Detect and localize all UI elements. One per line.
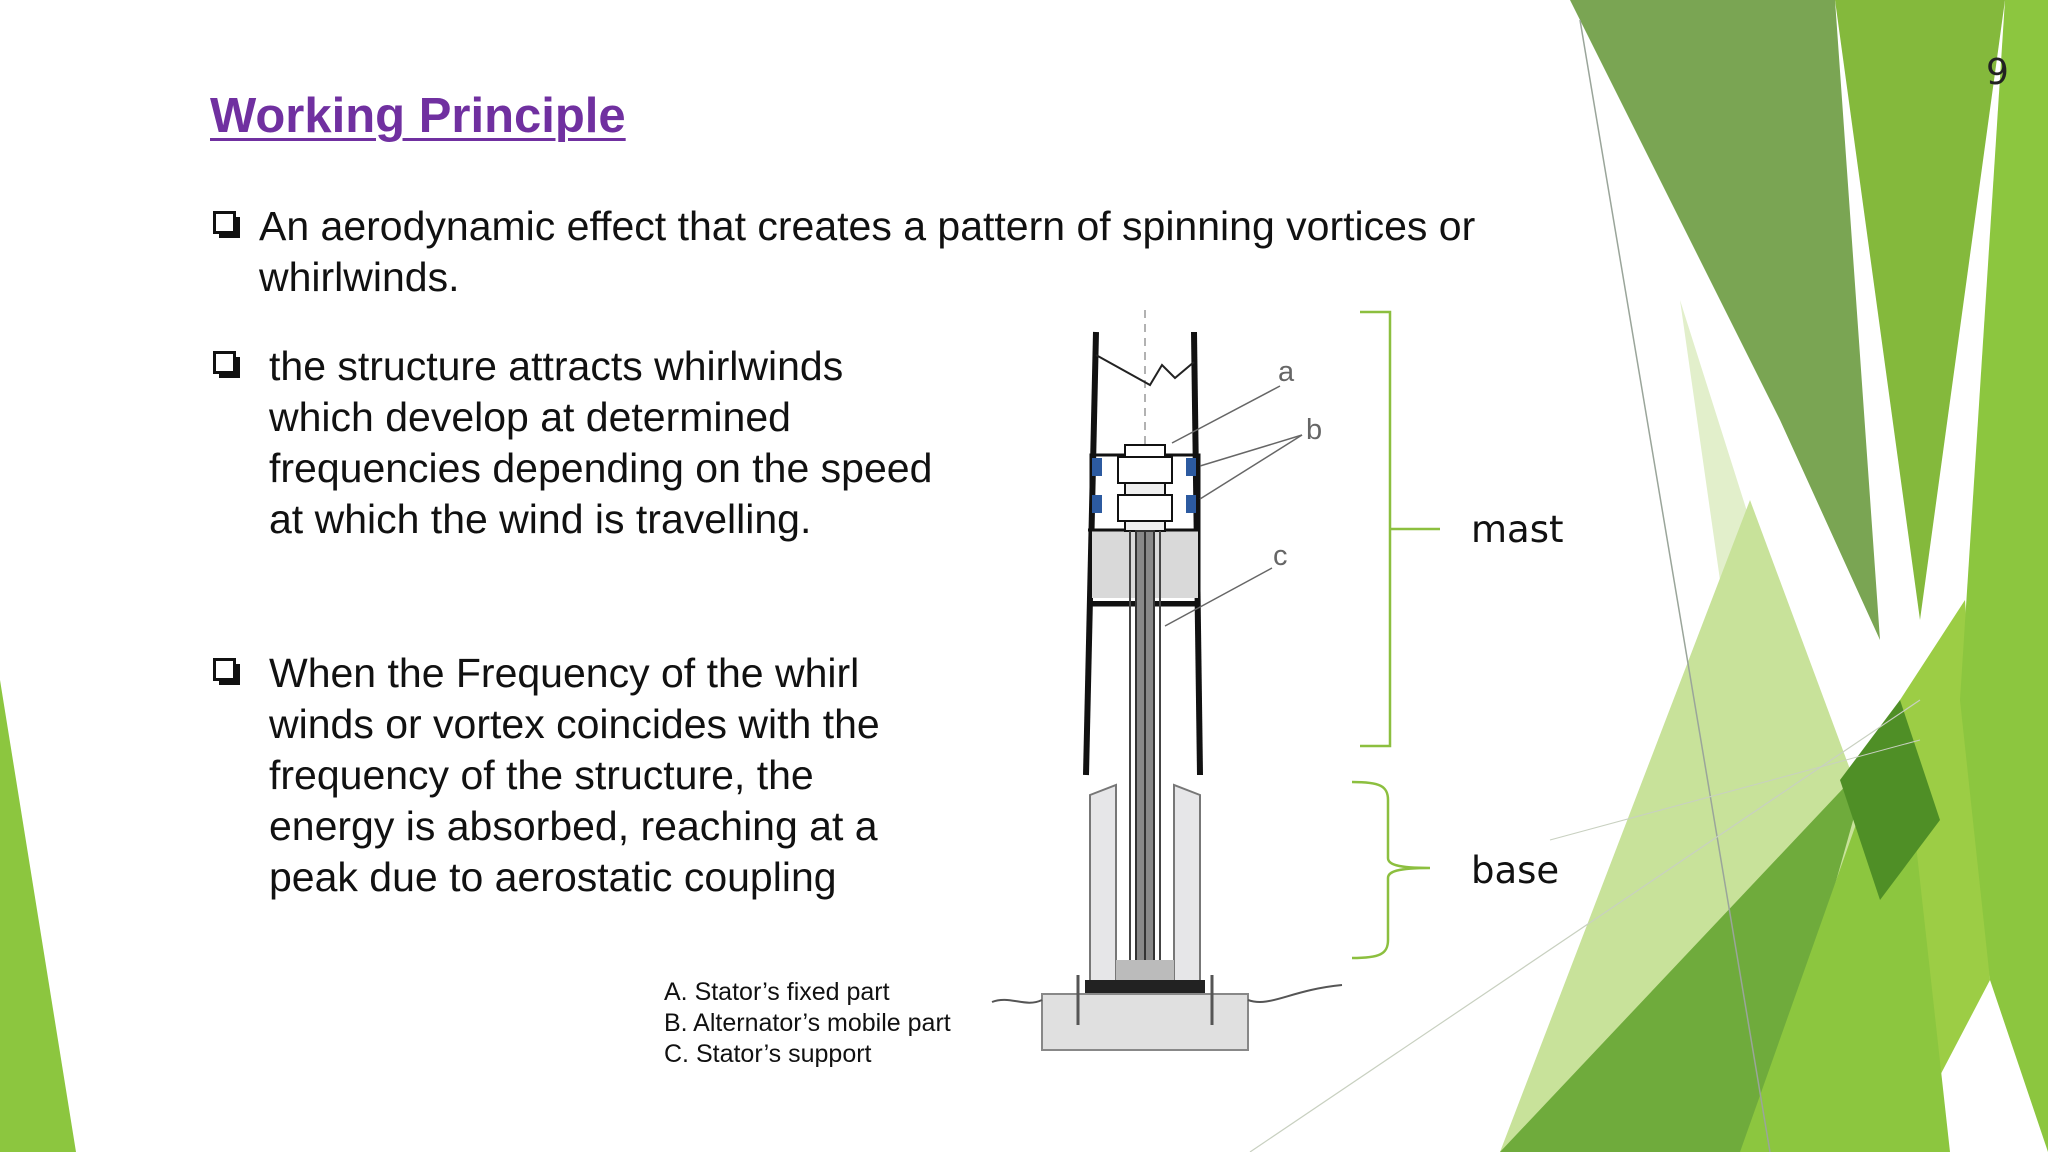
base-label: base: [1471, 849, 1560, 892]
bullet-3: When the Frequency of the whirl winds or…: [213, 648, 933, 903]
dark-green-accent: [1840, 700, 1940, 900]
bullet-text: When the Frequency of the whirl winds or…: [269, 650, 880, 900]
left-green-wedge: [0, 680, 76, 1152]
diagram-caption: A. Stator’s fixed part B. Alternator’s m…: [664, 977, 951, 1070]
base-plate: [1085, 980, 1205, 994]
caption-line-c: C. Stator’s support: [664, 1040, 872, 1068]
green-top-shape: [1835, 0, 2005, 620]
decor-line: [1549, 739, 1921, 841]
base-brace: [1351, 780, 1431, 960]
leader-line-b: [1199, 434, 1303, 467]
checkbox-bullet-icon: [213, 211, 236, 234]
mast-brace: [1360, 310, 1440, 748]
alternator-part: [1124, 444, 1166, 458]
break-line: [1095, 354, 1195, 387]
slide-title: Working Principle: [210, 89, 626, 143]
ground-line: [991, 998, 1043, 1004]
part-label-c: c: [1273, 540, 1288, 572]
bullet-text: the structure attracts whirlwinds which …: [269, 343, 933, 542]
alternator-part: [1117, 494, 1173, 522]
base-left: [1089, 783, 1117, 991]
bullet-1: An aerodynamic effect that creates a pat…: [213, 201, 1593, 303]
checkbox-bullet-icon: [213, 658, 236, 681]
part-label-a: a: [1278, 356, 1295, 388]
mast-label: mast: [1471, 508, 1564, 551]
checkbox-bullet-icon: [213, 351, 236, 374]
leader-line-c: [1164, 567, 1273, 627]
right-edge-green: [1960, 0, 2048, 1152]
foundation-block: [1041, 993, 1249, 1051]
bullet-text: An aerodynamic effect that creates a pat…: [259, 203, 1476, 300]
light-green-shape: [1500, 500, 1880, 1152]
leader-line-a: [1171, 385, 1281, 444]
base-right: [1173, 783, 1201, 991]
magnet: [1186, 495, 1196, 513]
alternator-part: [1124, 482, 1166, 496]
page-number: 9: [1986, 52, 2009, 93]
caption-line-a: A. Stator’s fixed part: [664, 978, 890, 1006]
magnet: [1186, 458, 1196, 476]
leader-line-b: [1199, 434, 1303, 500]
bullet-2: the structure attracts whirlwinds which …: [213, 341, 933, 545]
ground-line: [1247, 984, 1343, 1004]
magnet: [1092, 495, 1102, 513]
olive-green-shape: [1570, 0, 1880, 640]
part-label-b: b: [1306, 414, 1323, 446]
caption-line-b: B. Alternator’s mobile part: [664, 1009, 951, 1037]
alternator-part: [1117, 456, 1173, 484]
alternator-part: [1124, 520, 1166, 532]
decor-line: [1249, 699, 1921, 1152]
decor-line: [1579, 19, 1771, 1152]
magnet: [1092, 458, 1102, 476]
